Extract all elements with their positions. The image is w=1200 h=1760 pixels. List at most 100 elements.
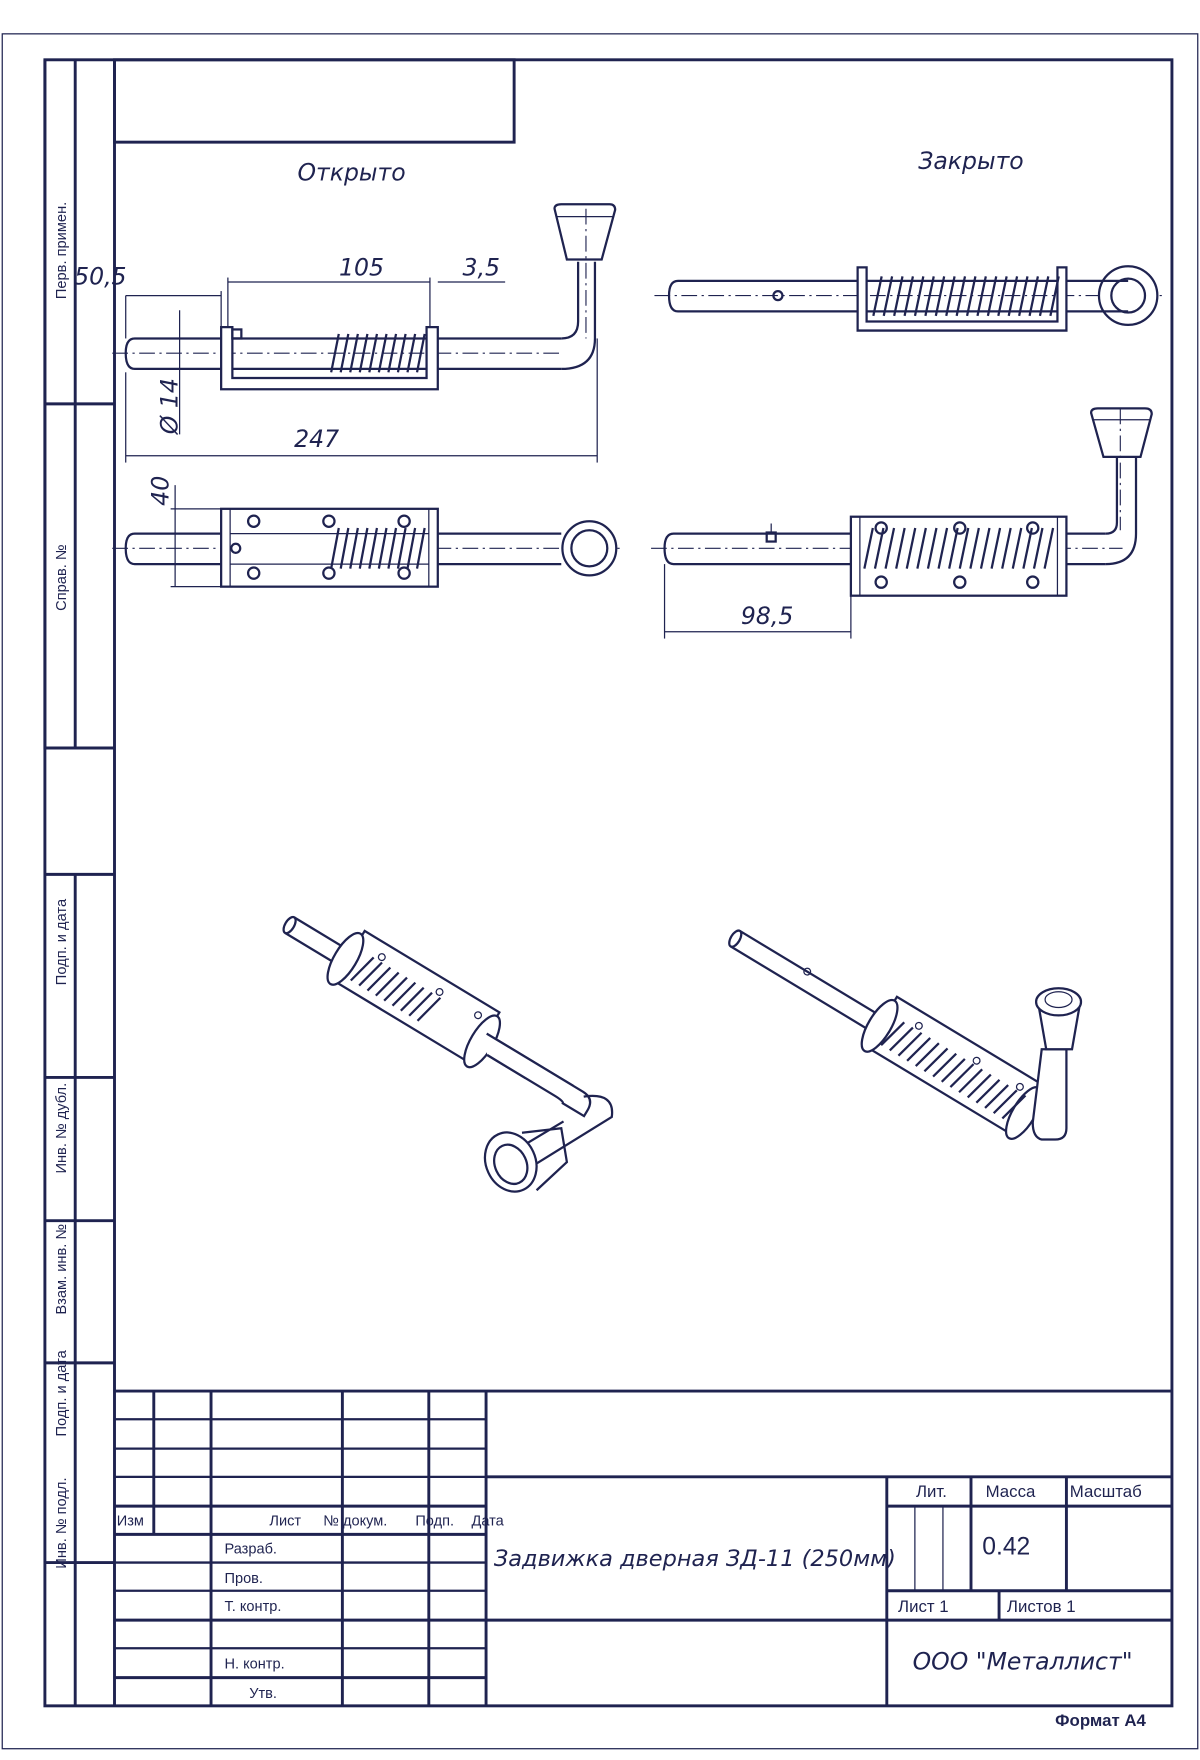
company-name: ООО "Металлист": [913, 1648, 1133, 1676]
spring-coil: [375, 971, 400, 997]
spring-coil: [1011, 527, 1023, 569]
spring-coil: [358, 527, 369, 569]
spring-coil: [934, 276, 946, 317]
isometric-closed-view: [728, 929, 1083, 1141]
spring-coil: [965, 276, 977, 317]
paper-format: Формат А4: [1055, 1711, 1146, 1730]
dim-gap: 3,5: [462, 253, 499, 281]
mass-value: 0.42: [982, 1534, 1030, 1561]
spring-coil: [893, 276, 904, 317]
spring: [863, 527, 1055, 569]
spring-coil: [391, 981, 417, 1007]
closed-top-view: 98,5: [651, 407, 1153, 639]
spring-coil: [926, 527, 938, 569]
spring-coil: [358, 961, 383, 987]
spring-coil: [914, 1042, 940, 1067]
spring-coil: [396, 333, 407, 373]
mounting-hole: [397, 514, 411, 528]
spring-coil: [873, 527, 885, 569]
spring-coil: [924, 276, 935, 317]
spring-coil: [958, 1068, 983, 1094]
closed-view-label: Закрыто: [918, 147, 1023, 175]
spring-coil: [349, 333, 359, 373]
spring-coil: [1038, 276, 1050, 317]
spring-coil: [1001, 1094, 1027, 1120]
scale-label: Масштаб: [1070, 1482, 1142, 1501]
spring-coil: [905, 527, 917, 569]
mounting-hole: [397, 566, 411, 580]
spring-coil: [937, 527, 949, 569]
strip-label-sign-date-2: Подп. и дата: [54, 1349, 70, 1436]
spring-coil: [377, 333, 388, 373]
spring-coil: [368, 527, 379, 569]
spring-coil: [358, 333, 369, 373]
mounting-hole: [322, 514, 336, 528]
spring: [350, 956, 442, 1022]
spring-coil: [1022, 527, 1033, 569]
spring-coil: [1049, 276, 1060, 317]
spring-coil: [339, 527, 350, 569]
strip-label-orig-inv: Инв. № подл.: [54, 1477, 70, 1568]
open-view-label: Открыто: [297, 158, 405, 186]
spring-coil: [984, 1084, 1009, 1109]
role-approved: Утв.: [249, 1686, 277, 1702]
mounting-hole: [874, 521, 888, 535]
dim-bracket-length: 105: [339, 253, 384, 281]
strip-label-sign-date-1: Подп. и дата: [54, 898, 70, 985]
spring-coil: [882, 276, 894, 317]
dim-diameter: Ø 14: [155, 378, 183, 435]
dim-extension: 98,5: [741, 602, 793, 630]
lit-label: Лит.: [916, 1482, 947, 1501]
spring: [872, 276, 1060, 317]
spring-coil: [969, 527, 980, 569]
spring: [330, 333, 426, 373]
spring-coil: [1007, 276, 1019, 317]
role-developed: Разраб.: [225, 1542, 277, 1558]
spring: [880, 1021, 1027, 1120]
mass-label: Масса: [986, 1482, 1036, 1501]
spring-coil: [903, 276, 915, 317]
spring-coil: [923, 1047, 949, 1073]
header-sign: Подп.: [415, 1513, 454, 1529]
spring-coil: [945, 276, 956, 317]
spring-coil: [997, 276, 1008, 317]
spring-coil: [415, 527, 426, 569]
spring-coil: [1032, 527, 1044, 569]
mounting-holes: [230, 514, 411, 580]
spring-coil: [888, 1026, 914, 1052]
mounting-hole: [246, 514, 261, 528]
spring-coil: [880, 1021, 906, 1046]
spring-coil: [990, 527, 1002, 569]
spring-coil: [400, 986, 425, 1012]
mounting-hole: [953, 521, 967, 535]
spring-coil: [330, 333, 340, 373]
role-tech-control: Т. контр.: [225, 1599, 282, 1615]
open-top-view: 40: [112, 476, 624, 588]
spring-coil: [932, 1052, 957, 1078]
spring-coil: [339, 333, 350, 373]
mounting-hole: [230, 542, 242, 554]
spring-coil: [949, 1063, 975, 1088]
strip-label-reference: Справ. №: [54, 544, 70, 610]
spring-coil: [406, 333, 417, 373]
header-date: Дата: [471, 1513, 504, 1529]
mounting-hole: [1026, 575, 1040, 589]
spring-coil: [406, 527, 417, 569]
drawing-title: Задвижка дверная ЗД-11 (250мм): [494, 1546, 896, 1572]
spring-coil: [368, 333, 379, 373]
spring-coil: [387, 333, 398, 373]
dim-overall-length: 247: [294, 425, 339, 453]
strip-label-first-use: Перв. примен.: [54, 202, 70, 299]
spring-coil: [955, 276, 967, 317]
spring: [330, 527, 426, 569]
role-checked: Пров.: [225, 1571, 263, 1587]
spring-coil: [872, 276, 883, 317]
side-strip: Перв. примен. Справ. № Подп. и дата Инв.…: [43, 59, 115, 1706]
outer-frame: [1, 33, 1199, 1750]
spring-coil: [350, 956, 375, 982]
spring-coil: [966, 1073, 992, 1099]
dim-offset: 50,5: [74, 262, 126, 290]
dim-width: 40: [146, 476, 174, 506]
spring-coil: [383, 976, 408, 1002]
